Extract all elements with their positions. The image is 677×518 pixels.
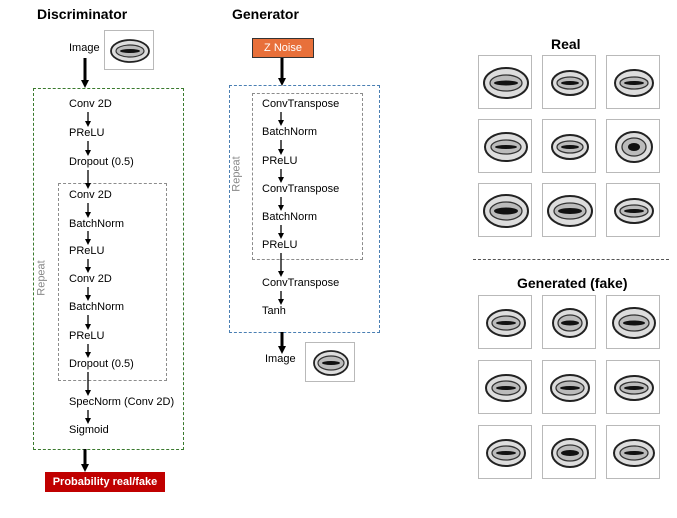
- fake-sample-image: [606, 295, 660, 349]
- disc-repeat-layer-batchnorm: BatchNorm: [69, 218, 125, 230]
- disc-repeat-layer-conv2d: Conv 2D: [69, 189, 112, 201]
- real-sample-image: [542, 183, 596, 237]
- discriminator-input-label: Image: [69, 42, 100, 54]
- real-samples-title: Real: [551, 36, 581, 52]
- disc-repeat-layer-prelu: PReLU: [69, 245, 105, 257]
- discriminator-repeat-frame: [58, 183, 167, 381]
- fake-sample-image: [478, 295, 532, 349]
- generator-input-noise: Z Noise: [252, 38, 314, 58]
- discriminator-output-label: Probability real/fake: [45, 472, 165, 492]
- samples-separator: [473, 259, 669, 260]
- generator-repeat-frame: [252, 93, 363, 260]
- generator-output-label: Image: [265, 353, 296, 365]
- real-sample-image: [606, 183, 660, 237]
- fake-samples-title: Generated (fake): [517, 275, 628, 291]
- disc-repeat-layer-dropout: Dropout (0.5): [69, 358, 134, 370]
- discriminator-frame: [33, 88, 184, 450]
- real-sample-image: [606, 119, 660, 173]
- disc-layer-dropout: Dropout (0.5): [69, 156, 134, 168]
- generator-frame: [229, 85, 380, 333]
- fake-sample-image: [542, 295, 596, 349]
- disc-layer-prelu: PReLU: [69, 127, 105, 139]
- fake-sample-image: [542, 360, 596, 414]
- fake-sample-image: [606, 360, 660, 414]
- disc-layer-conv2d: Conv 2D: [69, 98, 112, 110]
- disc-layer-specnorm: SpecNorm (Conv 2D): [69, 396, 175, 408]
- disc-layer-sigmoid: Sigmoid: [69, 424, 109, 436]
- fake-sample-image: [606, 425, 660, 479]
- discriminator-title: Discriminator: [37, 6, 128, 22]
- gen-repeat-layer-convtranspose: ConvTranspose: [262, 98, 340, 110]
- gen-layer-tanh: Tanh: [262, 305, 286, 317]
- disc-repeat-layer-conv2d: Conv 2D: [69, 273, 112, 285]
- gen-repeat-layer-prelu: PReLU: [262, 239, 298, 251]
- gen-repeat-layer-batchnorm: BatchNorm: [262, 126, 318, 138]
- gen-repeat-layer-convtranspose: ConvTranspose: [262, 183, 340, 195]
- generator-output-image: [305, 342, 355, 382]
- fake-sample-image: [478, 360, 532, 414]
- real-sample-image: [478, 183, 532, 237]
- real-sample-image: [542, 119, 596, 173]
- real-sample-image: [478, 55, 532, 109]
- gen-repeat-layer-batchnorm: BatchNorm: [262, 211, 318, 223]
- fake-sample-image: [478, 425, 532, 479]
- generator-title: Generator: [232, 6, 299, 22]
- discriminator-input-image: [104, 30, 154, 70]
- fake-sample-image: [542, 425, 596, 479]
- gen-layer-convtranspose: ConvTranspose: [262, 277, 340, 289]
- disc-repeat-layer-prelu: PReLU: [69, 330, 105, 342]
- gen-repeat-layer-prelu: PReLU: [262, 155, 298, 167]
- real-sample-image: [542, 55, 596, 109]
- real-sample-image: [478, 119, 532, 173]
- disc-repeat-layer-batchnorm: BatchNorm: [69, 301, 125, 313]
- real-sample-image: [606, 55, 660, 109]
